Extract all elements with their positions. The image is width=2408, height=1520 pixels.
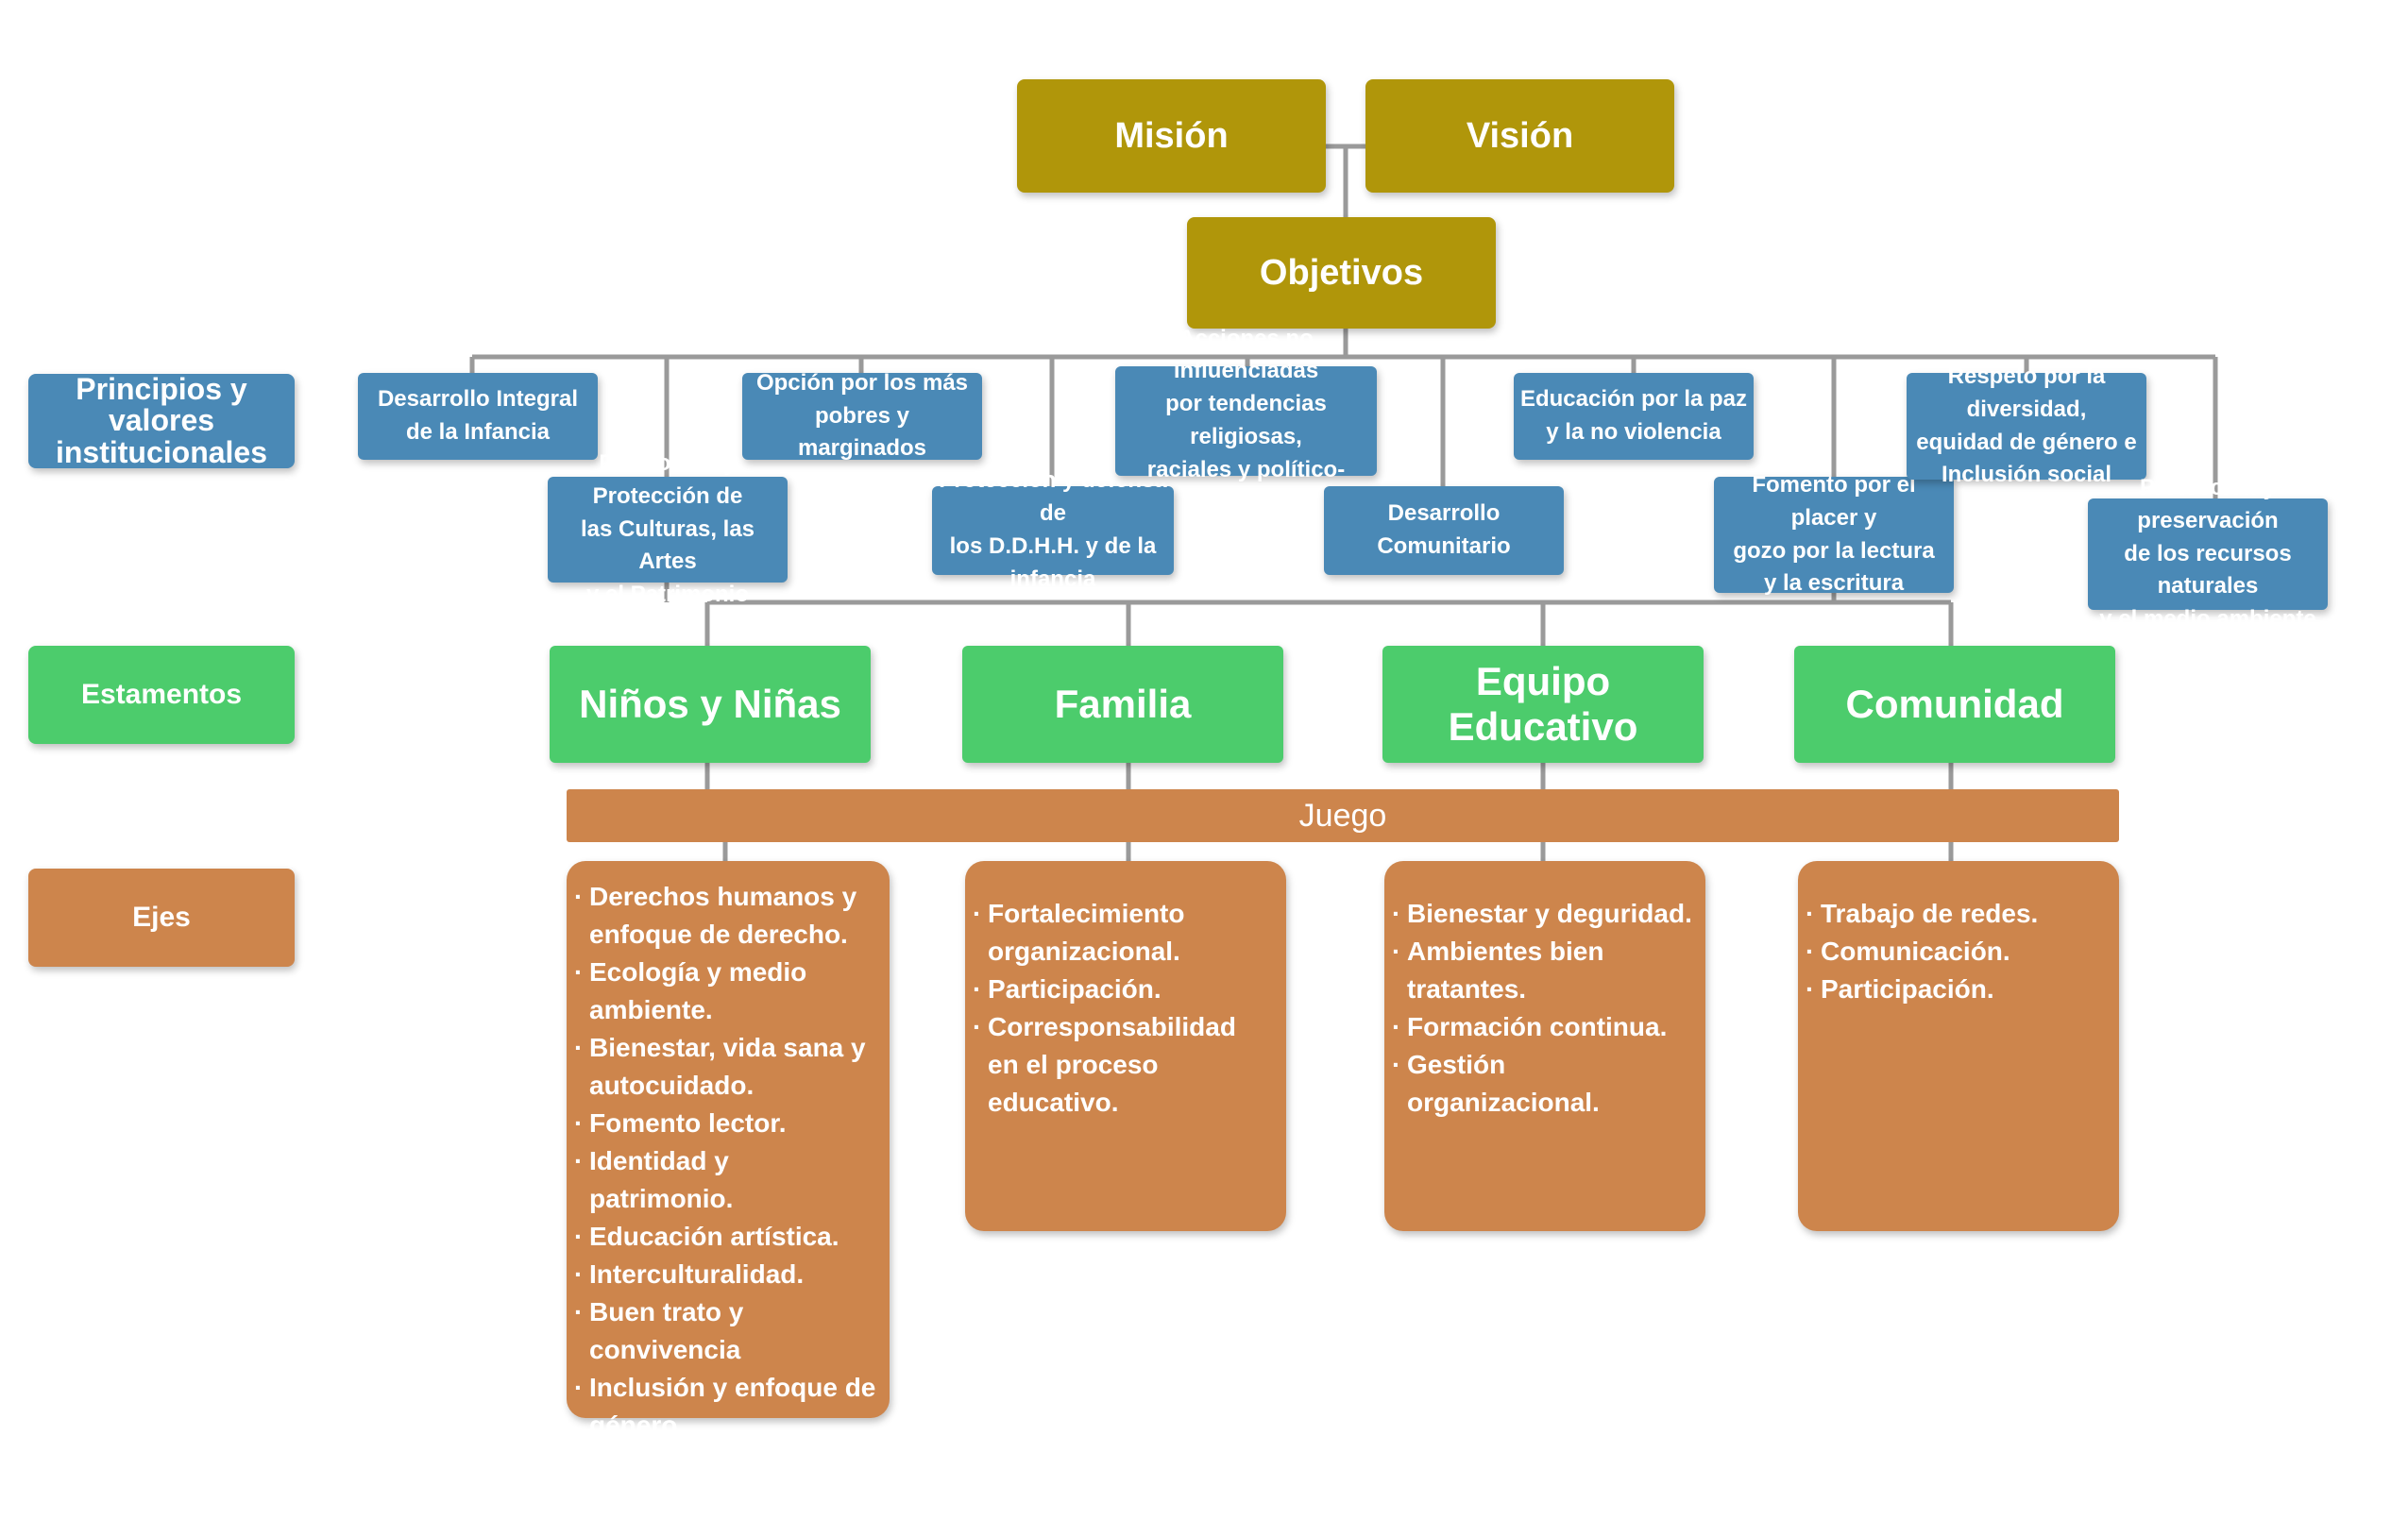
- principio-acciones-no-influenciadas: Acciones no influenciadas por tendencias…: [1115, 326, 1377, 515]
- estamento-equipo-educativo: Equipo Educativo: [1382, 646, 1704, 763]
- ejes-list: Bienestar y deguridad.Ambientes bien tra…: [1390, 895, 1692, 1122]
- objetivos-box: Objetivos: [1187, 217, 1496, 329]
- ejes-comunidad: Trabajo de redes.Comunicación.Participac…: [1798, 861, 2119, 1231]
- ejes-equipo-educativo: Bienestar y deguridad.Ambientes bien tra…: [1384, 861, 1705, 1231]
- principio-desarrollo-integral: Desarrollo Integral de la Infancia: [358, 373, 598, 460]
- mision-box: Misión: [1017, 79, 1326, 193]
- estamento-familia: Familia: [962, 646, 1283, 763]
- ejes-familia: Fortalecimiento organizacional.Participa…: [965, 861, 1286, 1231]
- eje-item: Interculturalidad.: [572, 1256, 876, 1293]
- principio-opcion-pobres: Opción por los más pobres y marginados: [742, 370, 982, 461]
- eje-item: Corresponsabilidad en el proceso educati…: [971, 1008, 1273, 1122]
- eje-item: Bienestar, vida sana y autocuidado.: [572, 1029, 876, 1105]
- eje-item: Identidad y patrimonio.: [572, 1142, 876, 1218]
- principio-educacion-paz: Educación por la paz y la no violencia: [1514, 373, 1754, 460]
- principio-fomento-lectura: Fomento por el placer y gozo por la lect…: [1714, 472, 1954, 596]
- ejes-list: Fortalecimiento organizacional.Participa…: [971, 895, 1273, 1122]
- vision-box: Visión: [1365, 79, 1674, 193]
- ejes-list: Trabajo de redes.Comunicación.Participac…: [1804, 895, 2106, 1008]
- legend-estamentos: Estamentos: [28, 646, 295, 744]
- eje-item: Participación.: [1804, 971, 2106, 1008]
- ejes-list: Derechos humanos y enfoque de derecho.Ec…: [572, 878, 876, 1520]
- eje-item: Ecología y medio ambiente.: [572, 954, 876, 1029]
- principio-proteccion-ddhh: Protección y defensa de los D.D.H.H. y d…: [932, 467, 1174, 592]
- eje-item: Buen trato y convivencia: [572, 1293, 876, 1369]
- eje-item: Derechos humanos y enfoque de derecho.: [572, 878, 876, 954]
- principio-desarrollo-comunitario: Desarrollo Comunitario: [1324, 486, 1564, 575]
- legend-principios: Principios y valores institucionales: [28, 373, 295, 468]
- eje-item: Bienestar y deguridad.: [1390, 895, 1692, 933]
- estamento-comunidad: Comunidad: [1794, 646, 2115, 763]
- ejes-ninos: Derechos humanos y enfoque de derecho.Ec…: [567, 861, 890, 1520]
- eje-item: Inclusión y enfoque de género.: [572, 1369, 876, 1444]
- eje-item: Trabajo de redes.: [1804, 895, 2106, 933]
- eje-item: Fortalecimiento organizacional.: [971, 895, 1273, 971]
- juego-bar: Juego: [567, 789, 2119, 842]
- principio-proteccion-recursos: Protección y preservación de los recurso…: [2088, 475, 2328, 632]
- eje-item: Desarollo comunitario.: [572, 1482, 876, 1520]
- eje-item: Comunicación.: [1804, 933, 2106, 971]
- principio-promocion-culturas: Promoción y Protección de las Culturas, …: [548, 450, 788, 607]
- eje-item: Ambientes bien tratantes.: [1390, 933, 1692, 1008]
- eje-item: Participación.: [971, 971, 1273, 1008]
- eje-item: Educación artística.: [572, 1218, 876, 1256]
- eje-item: Formación ciudadana.: [572, 1444, 876, 1482]
- legend-ejes: Ejes: [28, 869, 295, 967]
- eje-item: Gestión organizacional.: [1390, 1046, 1692, 1122]
- principio-respeto-diversidad: Respeto por la diversidad, equidad de gé…: [1907, 363, 2146, 487]
- eje-item: Fomento lector.: [572, 1105, 876, 1142]
- estamento-ninos: Niños y Niñas: [550, 646, 871, 763]
- eje-item: Formación continua.: [1390, 1008, 1692, 1046]
